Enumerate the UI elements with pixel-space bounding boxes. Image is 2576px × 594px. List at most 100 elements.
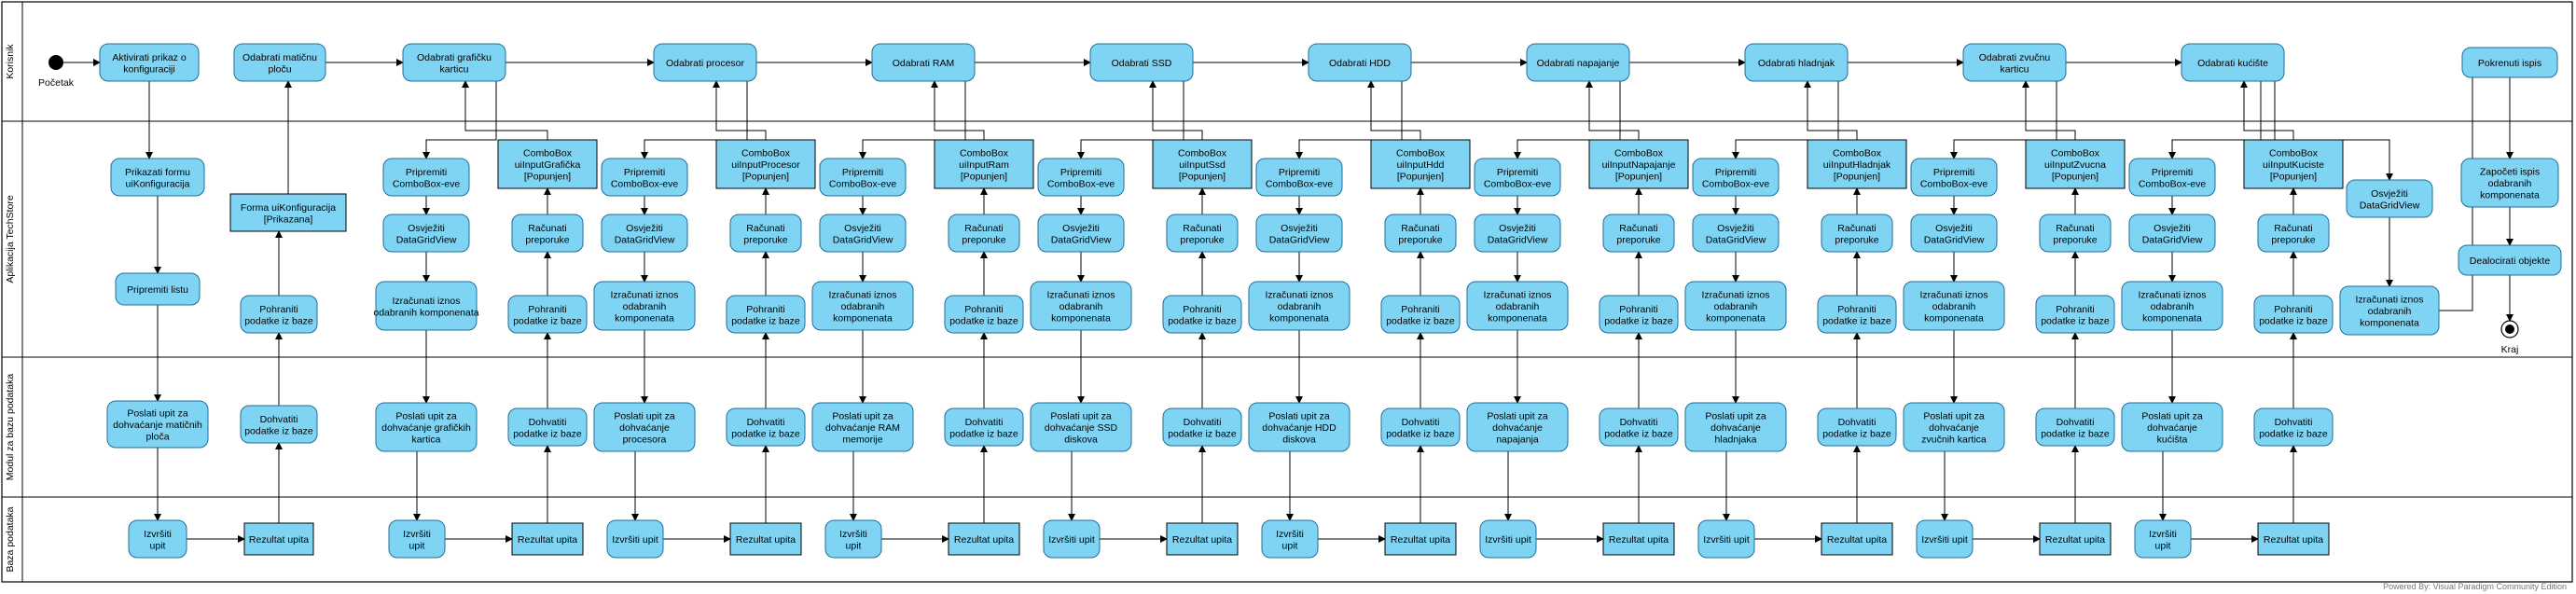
execute-query-action[interactable]: Izvršiti upit (606, 519, 664, 559)
select-component-action[interactable]: Odabrati napajanje (1526, 43, 1630, 82)
query-result-object[interactable]: Rezultat upita (511, 522, 584, 556)
execute-query-action[interactable]: Izvršiti upit (1697, 519, 1755, 559)
query-result-object[interactable]: Rezultat upita (1821, 522, 1893, 556)
query-result-object[interactable]: Rezultat upita (948, 522, 1020, 556)
select-component-action[interactable]: Odabrati kućište (2181, 43, 2285, 82)
query-result-object[interactable]: Rezultat upita (2039, 522, 2112, 556)
execute-query-action[interactable]: Izvršiti upit (1043, 519, 1101, 559)
select-component-action[interactable]: Odabrati HDD (1308, 43, 1412, 82)
select-component-action[interactable]: Odabrati hladnjak (1744, 43, 1849, 82)
run-print-action[interactable]: Pokrenuti ispis (2461, 47, 2558, 78)
query-result-object[interactable]: Rezultat upita (243, 522, 314, 556)
deallocate-objects-action[interactable]: Dealocirati objekte (2458, 244, 2562, 276)
query-result-object[interactable]: Rezultat upita (729, 522, 802, 556)
query-result-object[interactable]: Rezultat upita (1384, 522, 1457, 556)
form-object[interactable]: Forma uiKonfiguracija[Prikazana] (229, 193, 347, 232)
query-result-object[interactable]: Rezultat upita (1166, 522, 1239, 556)
select-component-action[interactable]: Odabrati procesor (653, 43, 757, 82)
execute-query-action[interactable]: Izvršiti upit (1479, 519, 1537, 559)
query-result-object[interactable]: Rezultat upita (1602, 522, 1675, 556)
select-component-action[interactable]: Odabrati SSD (1089, 43, 1194, 82)
query-result-object[interactable]: Rezultat upita (2257, 522, 2330, 556)
prepare-list-action[interactable]: Pripremiti listu (115, 272, 201, 306)
execute-query-action[interactable]: Izvršiti upit (1916, 519, 1974, 559)
